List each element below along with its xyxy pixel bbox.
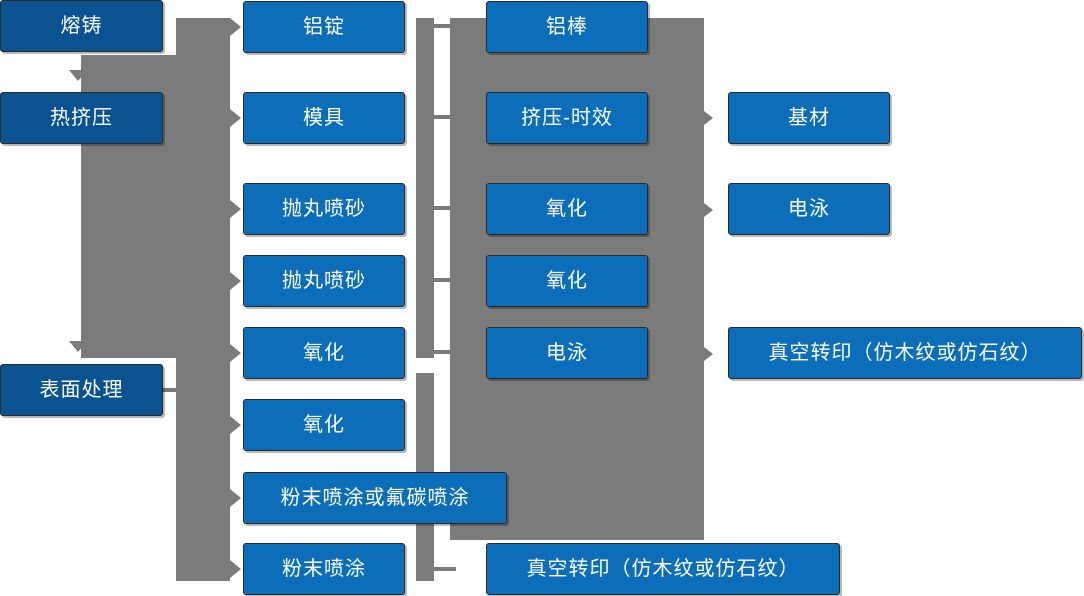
connector-tie-1 <box>434 24 456 28</box>
process-box-aluminum-bar[interactable]: 铝棒 <box>486 1 648 53</box>
stage-label: 表面处理 <box>39 379 124 401</box>
connector-arrow-to-c2-1 <box>230 18 241 36</box>
connector-arrow-to-c4-1 <box>704 111 713 125</box>
connector-tie-2 <box>434 115 456 119</box>
process-label: 氧化 <box>546 198 588 220</box>
process-label: 粉末喷涂或氟碳喷涂 <box>280 487 470 509</box>
process-box-electrophoresis-1[interactable]: 电泳 <box>486 327 648 379</box>
process-label: 氧化 <box>303 342 345 364</box>
process-label: 铝锭 <box>303 16 345 38</box>
output-box-electrophoresis[interactable]: 电泳 <box>728 183 890 235</box>
process-label: 电泳 <box>546 342 588 364</box>
process-label: 粉末喷涂 <box>282 558 366 580</box>
connector-tie-3 <box>434 206 456 210</box>
process-label: 模具 <box>303 107 345 129</box>
output-label: 电泳 <box>788 198 830 220</box>
connector-c2-collector-upper <box>416 18 434 358</box>
connector-arrow-to-c2-5 <box>230 344 241 362</box>
process-box-aluminum-ingot[interactable]: 铝锭 <box>243 1 405 53</box>
output-label: 基材 <box>788 107 830 129</box>
process-box-oxidation-1[interactable]: 氧化 <box>243 327 405 379</box>
stage-label: 热挤压 <box>50 107 113 129</box>
connector-tie-4 <box>434 278 456 282</box>
connector-arrow-to-c2-8 <box>230 560 241 578</box>
process-label: 氧化 <box>546 270 588 292</box>
output-label: 真空转印（仿木纹或仿石纹） <box>768 342 1042 364</box>
connector-main-spine <box>176 18 230 581</box>
process-box-mold[interactable]: 模具 <box>243 92 405 144</box>
output-box-vacuum-transfer[interactable]: 真空转印（仿木纹或仿石纹） <box>728 327 1082 379</box>
stage-box-melting[interactable]: 熔铸 <box>0 0 163 52</box>
stage-box-surface-treatment[interactable]: 表面处理 <box>0 364 163 416</box>
connector-tie-5 <box>434 350 456 354</box>
process-label: 氧化 <box>303 414 345 436</box>
connector-arrow-to-c4-2 <box>704 203 713 217</box>
connector-arrow-down-to-extrude <box>69 70 87 81</box>
connector-surface-stub <box>163 388 181 392</box>
process-label: 抛丸喷砂 <box>282 270 366 292</box>
connector-arrow-to-c2-3 <box>230 200 241 218</box>
process-box-oxidation-3[interactable]: 氧化 <box>486 183 648 235</box>
process-box-shot-blasting-1[interactable]: 抛丸喷砂 <box>243 183 405 235</box>
process-box-shot-blasting-2[interactable]: 抛丸喷砂 <box>243 255 405 307</box>
connector-arrow-to-c2-2 <box>230 109 241 127</box>
process-label: 抛丸喷砂 <box>282 198 366 220</box>
stage-box-hot-extrusion[interactable]: 热挤压 <box>0 92 163 144</box>
connector-arrow-to-c2-7 <box>230 489 241 507</box>
stage-label: 熔铸 <box>60 15 103 37</box>
process-label: 铝棒 <box>546 16 588 38</box>
process-box-powder-spray[interactable]: 粉末喷涂 <box>243 543 405 595</box>
process-box-oxidation-2[interactable]: 氧化 <box>243 399 405 451</box>
process-label: 挤压-时效 <box>521 107 613 129</box>
process-box-powder-or-fluorocarbon-spray[interactable]: 粉末喷涂或氟碳喷涂 <box>243 472 507 524</box>
connector-arrow-to-c2-4 <box>230 272 241 290</box>
process-box-oxidation-4[interactable]: 氧化 <box>486 255 648 307</box>
process-label: 真空转印（仿木纹或仿石纹） <box>526 558 800 580</box>
output-box-substrate[interactable]: 基材 <box>728 92 890 144</box>
connector-tie-6 <box>434 567 456 571</box>
process-box-vacuum-transfer-1[interactable]: 真空转印（仿木纹或仿石纹） <box>486 543 840 595</box>
process-box-extrusion-aging[interactable]: 挤压-时效 <box>486 92 648 144</box>
connector-arrow-to-c4-3 <box>704 347 713 361</box>
connector-arrow-down-to-surface <box>69 341 87 352</box>
connector-arrow-to-c2-6 <box>230 416 241 434</box>
